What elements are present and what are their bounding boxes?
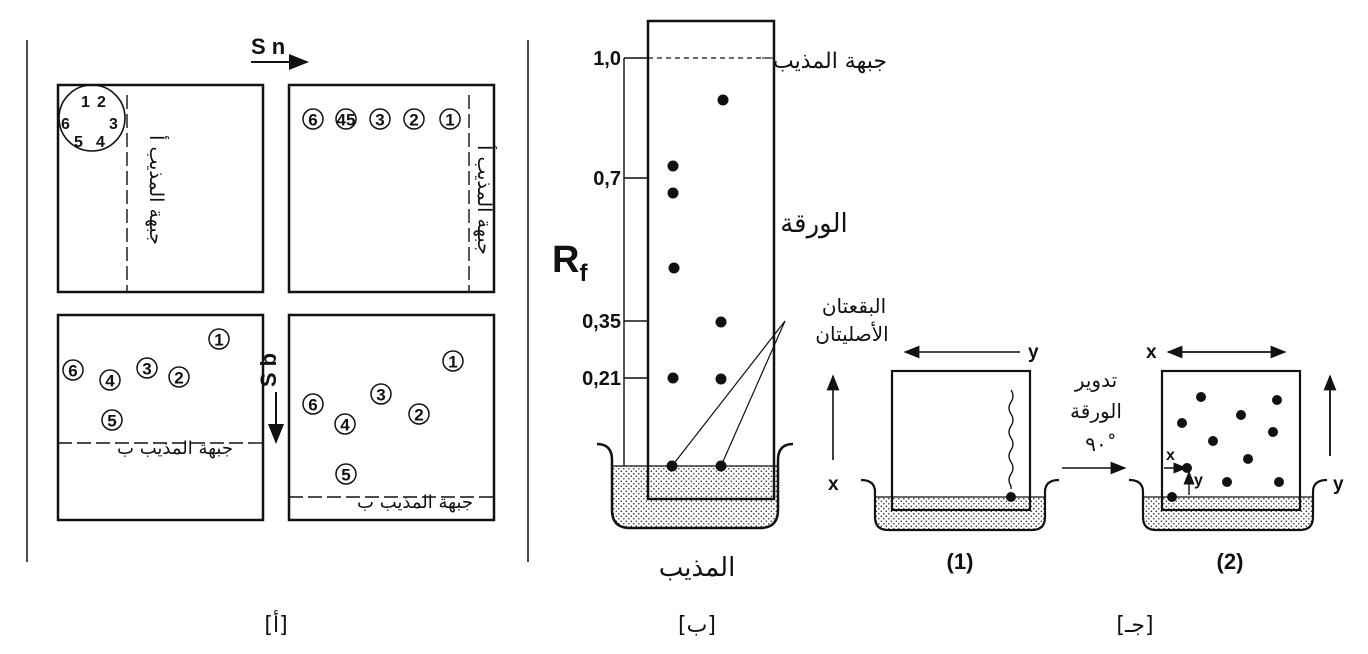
- spot: [1274, 477, 1284, 487]
- origin-spot: [1006, 492, 1016, 502]
- spot: [667, 187, 679, 199]
- fig1-label: (1): [947, 549, 974, 574]
- solvent-tray: [860, 478, 1060, 532]
- spot: [1268, 427, 1278, 437]
- spot-label: 6: [68, 362, 77, 381]
- spot: [1236, 410, 1246, 420]
- solvent-tray: [596, 442, 794, 530]
- solvent-front-b-label: جبهة المذيب ب: [117, 438, 233, 459]
- panel-c-caption: [جـ]: [1116, 613, 1153, 638]
- spot: [1177, 418, 1187, 428]
- paper-strip: [646, 19, 776, 501]
- solvent-front-b-label: جبهة المذيب ب: [357, 492, 473, 513]
- solvent-tray: [1128, 478, 1328, 532]
- solvent-tray-fill: [612, 466, 778, 528]
- spot-label: 4: [105, 372, 115, 391]
- spot-label: 1: [214, 331, 223, 350]
- spot-row: 6 45 3 2 1: [302, 108, 461, 130]
- origin-spot: [1167, 492, 1177, 502]
- spot-label: 5: [341, 466, 350, 485]
- spot-label: 1: [445, 111, 454, 130]
- circle-digit: 6: [61, 116, 70, 133]
- spot: [1208, 436, 1218, 446]
- sb-label: S b: [256, 353, 281, 387]
- spot-label: 5: [107, 412, 116, 431]
- fig2-label: (2): [1217, 549, 1244, 574]
- solvent-front-a-label: جبهة المذيب أ: [145, 135, 169, 245]
- initial-spot-circle: [58, 84, 126, 152]
- x-label: x: [1146, 342, 1157, 363]
- panel-b-caption: [ب]: [678, 613, 716, 638]
- spot: [667, 160, 679, 172]
- circle-digit: 3: [109, 116, 118, 133]
- circle-digit: 4: [96, 134, 105, 151]
- solvent-label: المذيب: [659, 553, 736, 583]
- rf-tick-label: 0,35: [582, 311, 621, 333]
- circle-digit: 2: [97, 94, 106, 111]
- rotate-label: ٩٠ْ: [1085, 432, 1114, 456]
- spot: [1272, 395, 1282, 405]
- paper-box-bottom-left: [56, 313, 265, 522]
- circle-digit: 5: [74, 134, 83, 151]
- circle-digit: 1: [81, 94, 90, 111]
- paper-square-fig1: [890, 369, 1032, 512]
- spot-label: 3: [142, 360, 151, 379]
- y-offset-label: y: [1194, 472, 1203, 489]
- panel-a: S n 1 2 3 4 5 6 جبهة المذيب أ جبهة المذي…: [56, 34, 497, 638]
- spot-label: 3: [376, 386, 385, 405]
- original-spots-label: البقعتان: [822, 294, 886, 318]
- panel-a-caption: [أ]: [264, 610, 287, 638]
- spot: [1222, 477, 1232, 487]
- rotate-label: تدوير: [1074, 368, 1117, 392]
- pointer-line: [720, 320, 786, 467]
- spot-label: 1: [448, 353, 457, 372]
- panel-b: 1,0 0,7 0,35 0,21 Rf جبهة المذيب الورقة …: [552, 19, 889, 638]
- spot: [715, 316, 727, 328]
- spot-label: 2: [174, 369, 183, 388]
- y-label: y: [1333, 474, 1344, 495]
- solvent-front-a-label: جبهة المذيب أ: [473, 145, 497, 255]
- rf-tick-label: 0,21: [582, 368, 621, 390]
- rf-tick-label: 0,7: [593, 168, 621, 190]
- rf-tick-label: 1,0: [593, 48, 621, 70]
- spots-bottom-right: 1 6 3 4 2 5: [302, 350, 464, 485]
- panel-c: y x (1) تدوير الورقة ٩٠ْ x y: [826, 342, 1344, 638]
- y-label: y: [1028, 342, 1039, 363]
- original-spots-label: الأصليتان: [815, 322, 888, 346]
- sn-label: S n: [251, 34, 285, 59]
- paper-box-top-right: [287, 83, 496, 294]
- spots-bottom-left: 1 6 4 3 2 5: [62, 328, 230, 431]
- spot-label: 2: [409, 111, 418, 130]
- spot-label: 45: [337, 111, 356, 130]
- spot-label: 4: [340, 416, 350, 435]
- x-offset-label: x: [1166, 447, 1175, 464]
- paper-square-fig2: [1160, 369, 1302, 512]
- spot-label: 2: [414, 406, 423, 425]
- spot-label: 3: [375, 111, 384, 130]
- spot: [668, 262, 680, 274]
- spot: [717, 94, 729, 106]
- solvent-tray-fill: [875, 497, 1045, 530]
- rf-label: Rf: [552, 239, 588, 287]
- solvent-front-label: جبهة المذيب: [773, 49, 887, 74]
- x-label: x: [828, 474, 839, 495]
- spot-label: 6: [308, 396, 317, 415]
- spot: [1196, 392, 1206, 402]
- rotate-label: الورقة: [1070, 399, 1122, 423]
- solvent-tray-fill: [1143, 497, 1313, 530]
- paper-box-bottom-right: [287, 313, 496, 522]
- spot: [715, 373, 727, 385]
- streak-line: [1008, 389, 1014, 489]
- spot: [667, 372, 679, 384]
- paper-box-top-left: [56, 83, 265, 294]
- paper-label: الورقة: [780, 209, 848, 239]
- spot-label: 6: [308, 111, 317, 130]
- pointer-line: [671, 320, 786, 467]
- spot: [1243, 454, 1253, 464]
